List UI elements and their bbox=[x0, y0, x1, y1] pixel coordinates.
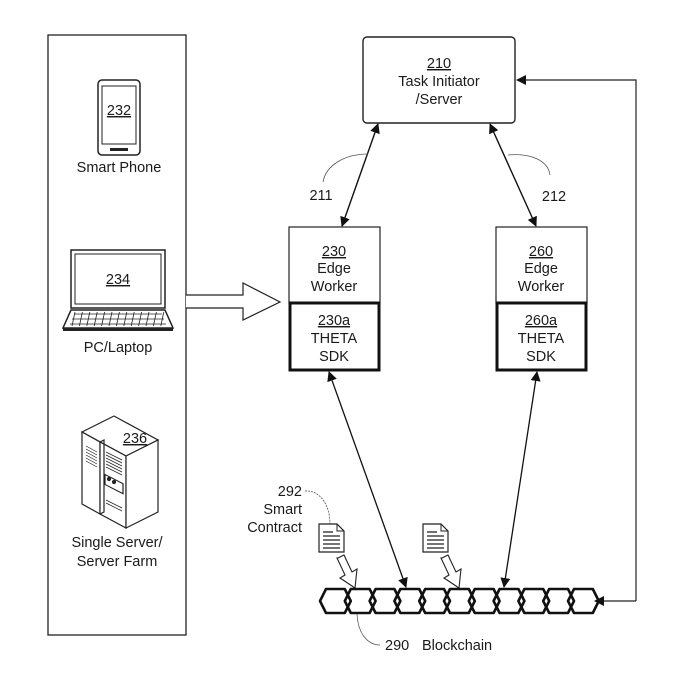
keyboard-key-divider bbox=[130, 311, 135, 327]
server-ref: 236 bbox=[123, 431, 147, 447]
blockchain-chain bbox=[318, 587, 601, 615]
blockchain-block bbox=[368, 587, 402, 615]
smart-contract-line2: Contract bbox=[247, 520, 302, 536]
feedback-line-to-task-initiator bbox=[516, 75, 637, 601]
edge-worker-230-line1: Edge bbox=[317, 261, 351, 277]
keyboard-key-divider bbox=[153, 311, 157, 327]
sdk-230a-line1: THETA bbox=[311, 331, 358, 347]
edge-worker-260-line1: Edge bbox=[524, 261, 558, 277]
sdk-230a-line2: SDK bbox=[319, 349, 349, 365]
laptop-icon bbox=[61, 249, 175, 331]
edge-worker-260[interactable] bbox=[495, 226, 588, 372]
blockchain-block bbox=[343, 587, 377, 615]
smartphone-icon bbox=[97, 79, 141, 156]
keyboard-key-divider bbox=[71, 311, 76, 327]
keyboard-key-divider bbox=[123, 311, 128, 327]
sdk-260a-to-blockchain-arrow bbox=[500, 371, 541, 588]
edge-worker-260-ref: 260 bbox=[529, 244, 553, 260]
smart-contract-leader bbox=[304, 490, 331, 525]
blockchain-leader bbox=[356, 613, 381, 646]
task-initiator-box[interactable] bbox=[362, 36, 516, 124]
sdk-260a-line1: THETA bbox=[518, 331, 565, 347]
edge-worker-230[interactable] bbox=[288, 226, 381, 372]
blockchain-block bbox=[442, 587, 477, 615]
server-rack-icon bbox=[80, 415, 160, 530]
edge-worker-230-ref: 230 bbox=[322, 244, 346, 260]
blockchain-block bbox=[318, 587, 353, 615]
link-212-leader bbox=[507, 154, 551, 176]
devices-panel bbox=[47, 34, 187, 636]
link-212-arrow bbox=[489, 123, 537, 227]
hollow-arrow-contract-2 bbox=[440, 554, 462, 589]
keyboard-key-divider bbox=[101, 311, 105, 327]
sdk-260a-line2: SDK bbox=[526, 349, 556, 365]
blockchain-ref: 290 bbox=[385, 638, 409, 654]
smartphone-label: Smart Phone bbox=[77, 160, 162, 176]
task-initiator-line2: /Server bbox=[416, 92, 463, 108]
laptop-ref: 234 bbox=[106, 272, 130, 288]
blockchain-block bbox=[417, 587, 452, 615]
link-211-leader bbox=[322, 153, 369, 183]
keyboard-key-divider bbox=[116, 311, 120, 327]
link-212-label: 212 bbox=[542, 189, 566, 205]
task-initiator-ref: 210 bbox=[427, 56, 451, 72]
keyboard-key-divider bbox=[160, 311, 165, 327]
smart-contract-document-icon bbox=[318, 523, 345, 553]
sdk-260a-ref: 260a bbox=[525, 313, 558, 329]
keyboard-key-divider bbox=[138, 311, 142, 327]
blockchain-block bbox=[541, 587, 576, 615]
edge-worker-230-line2: Worker bbox=[311, 279, 358, 295]
document-icon-2 bbox=[422, 523, 449, 553]
keyboard-key-divider bbox=[79, 311, 83, 327]
server-label-line2: Server Farm bbox=[77, 554, 158, 570]
smart-contract-ref: 292 bbox=[278, 484, 302, 500]
blockchain-block bbox=[467, 587, 501, 615]
keyboard-key-divider bbox=[145, 311, 150, 327]
hollow-arrow-contract-1 bbox=[336, 554, 358, 589]
keyboard-key-divider bbox=[108, 311, 113, 327]
laptop-label: PC/Laptop bbox=[84, 340, 153, 356]
server-label-line1: Single Server/ bbox=[71, 535, 163, 551]
edge-worker-260-line2: Worker bbox=[518, 279, 565, 295]
link-211-arrow bbox=[340, 123, 380, 227]
sdk-230a-ref: 230a bbox=[318, 313, 351, 329]
keyboard-key-divider bbox=[86, 311, 91, 327]
hollow-arrow-devices-to-edge bbox=[186, 282, 282, 321]
blockchain-label: Blockchain bbox=[422, 638, 492, 654]
smart-contract-line1: Smart bbox=[263, 502, 302, 518]
blockchain-block bbox=[492, 587, 526, 615]
blockchain-block bbox=[517, 587, 551, 615]
blockchain-block bbox=[393, 587, 427, 615]
smartphone-ref: 232 bbox=[107, 103, 131, 119]
sdk-230a-to-blockchain-arrow bbox=[327, 371, 408, 588]
keyboard-key-divider bbox=[93, 311, 98, 327]
task-initiator-line1: Task Initiator bbox=[398, 74, 480, 90]
link-211-label: 211 bbox=[309, 188, 332, 204]
